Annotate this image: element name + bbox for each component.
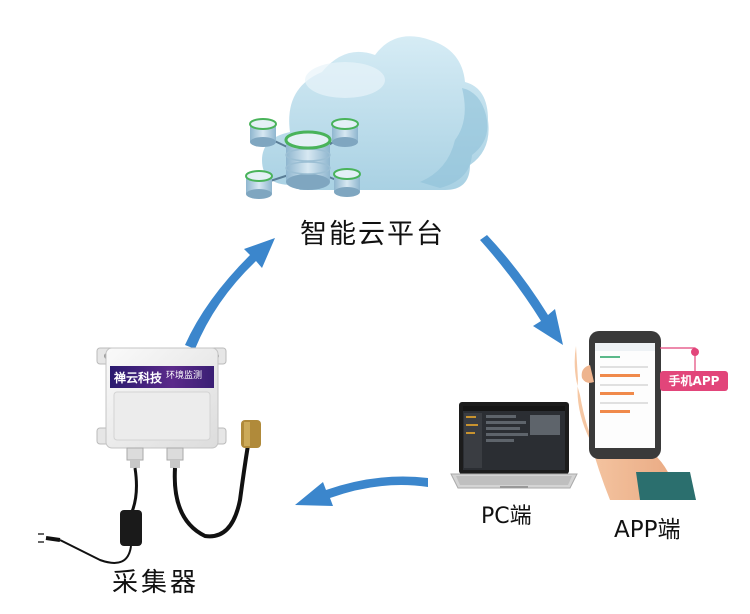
collector-label: 采集器 [112,568,200,598]
device-brand-plate: 禅云科技 环境监测 [110,366,214,388]
arrow-cloud-to-app [480,235,563,345]
pc-client-label: PC端 [481,504,532,529]
arrow-pc-to-collector [295,476,428,506]
arrow-collector-to-cloud [185,238,275,349]
brand-name: 禅云科技 [114,371,163,385]
app-client-label: APP端 [614,517,681,543]
cloud-platform-label: 智能云平台 [300,219,445,250]
laptop-pc-icon [450,402,578,489]
phone-app-badge: 手机APP [660,371,728,391]
smartphone-icon [574,331,699,500]
brand-subtitle: 环境监测 [166,371,203,381]
database-cluster-icon [245,118,361,199]
